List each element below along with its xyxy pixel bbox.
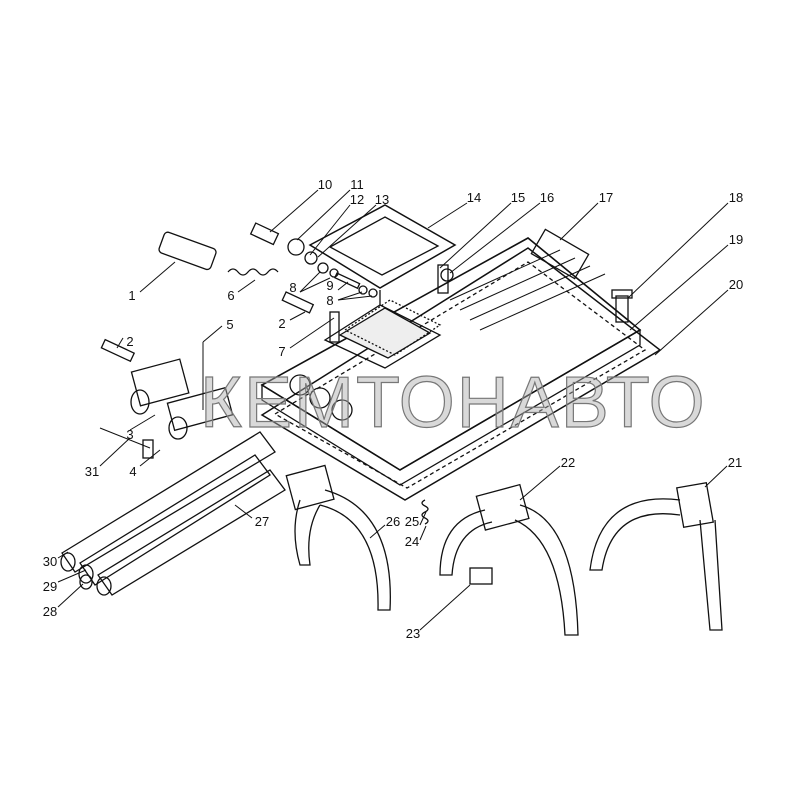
callout-19: 19 (728, 232, 744, 247)
callout-2b: 2 (126, 334, 134, 349)
shift-fork-22 (439, 483, 579, 636)
callout-30: 30 (42, 554, 58, 569)
callout-21: 21 (727, 455, 743, 470)
callout-17: 17 (598, 190, 614, 205)
spring-25 (421, 499, 429, 525)
callout-12: 12 (349, 192, 365, 207)
shift-fork-26 (285, 464, 391, 611)
gasket-top (308, 204, 457, 289)
callout-11: 11 (350, 177, 364, 192)
callout-3: 3 (126, 427, 134, 442)
callout-28: 28 (42, 604, 58, 619)
gearbox-cover-housing (260, 228, 642, 486)
callout-2a: 2 (278, 316, 286, 331)
callout-4: 4 (129, 464, 137, 479)
callout-15: 15 (510, 190, 526, 205)
callout-26: 26 (385, 514, 401, 529)
callout-1: 1 (128, 288, 136, 303)
callout-24: 24 (404, 534, 420, 549)
callout-25: 25 (404, 514, 420, 529)
callout-14: 14 (466, 190, 482, 205)
watermark: КЕМТОНАВТО (199, 362, 707, 443)
shift-heads (130, 358, 234, 459)
callout-18: 18 (728, 190, 744, 205)
callout-8b: 8 (326, 293, 334, 308)
leader-lines (57, 189, 729, 631)
callout-27: 27 (254, 514, 270, 529)
callout-10: 10 (317, 177, 333, 192)
callout-8a: 8 (289, 280, 297, 295)
callout-5: 5 (226, 317, 234, 332)
callout-13: 13 (374, 192, 390, 207)
callout-20: 20 (728, 277, 744, 292)
shift-fork-21 (589, 481, 723, 631)
shift-rods (60, 431, 286, 596)
callout-23: 23 (405, 626, 421, 641)
callout-31: 31 (84, 464, 100, 479)
callout-16: 16 (539, 190, 555, 205)
callout-22: 22 (560, 455, 576, 470)
callout-29: 29 (42, 579, 58, 594)
callout-7: 7 (278, 344, 286, 359)
callout-9: 9 (326, 278, 334, 293)
callout-6: 6 (227, 288, 235, 303)
